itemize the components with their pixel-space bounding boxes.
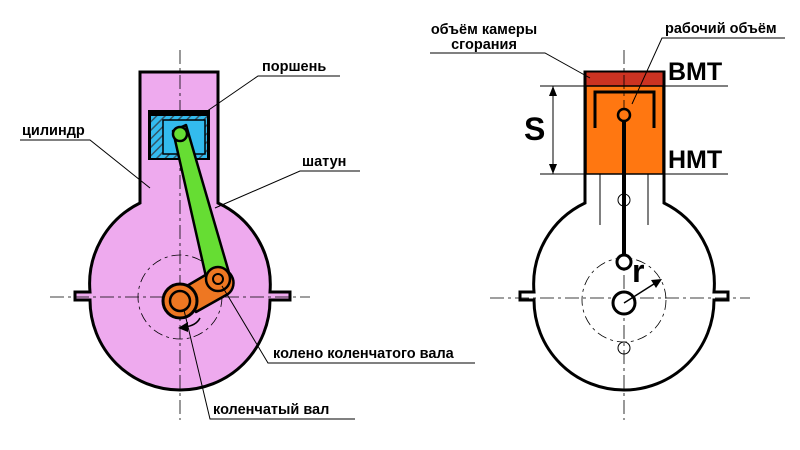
left-engine: цилиндр поршень шатун колено коленчатого… — [20, 50, 475, 420]
label-chamber-2: сгорания — [451, 37, 517, 53]
leader-working — [631, 37, 785, 105]
label-bdc: НМТ — [668, 146, 722, 174]
leader-piston — [199, 75, 340, 117]
label-stroke: S — [524, 111, 545, 147]
stroke-arrow-bottom — [549, 164, 557, 174]
label-tdc: ВМТ — [668, 58, 722, 86]
label-cylinder: цилиндр — [22, 123, 85, 139]
label-crankshaft: коленчатый вал — [213, 402, 329, 418]
leader-chamber — [430, 52, 591, 79]
crank-knee — [161, 265, 235, 320]
label-radius: r — [632, 253, 644, 289]
radius-arrow — [623, 281, 658, 304]
leader-crankshaft — [183, 309, 355, 420]
right-engine: объём камеры сгорания рабочий объём ВМТ … — [430, 21, 785, 420]
piston-outline — [593, 90, 656, 128]
label-piston: поршень — [262, 59, 326, 75]
crank-pin-right — [615, 253, 633, 271]
leader-crank-knee — [221, 285, 475, 364]
piston-pin — [171, 125, 189, 143]
stroke-arrow-top — [549, 86, 557, 96]
radius-arrow-head — [651, 279, 662, 288]
leader-rod — [214, 170, 360, 209]
crank-bottom-marker — [617, 341, 631, 355]
label-crank-knee: колено коленчатого вала — [273, 346, 455, 362]
leader-cylinder — [20, 139, 151, 189]
rotation-arrow-head — [178, 322, 188, 332]
piston-pin-right — [616, 107, 632, 123]
label-working-volume: рабочий объём — [665, 21, 777, 37]
label-rod: шатун — [302, 154, 346, 170]
combustion-chamber — [585, 71, 664, 87]
label-chamber-1: объём камеры — [431, 22, 537, 38]
